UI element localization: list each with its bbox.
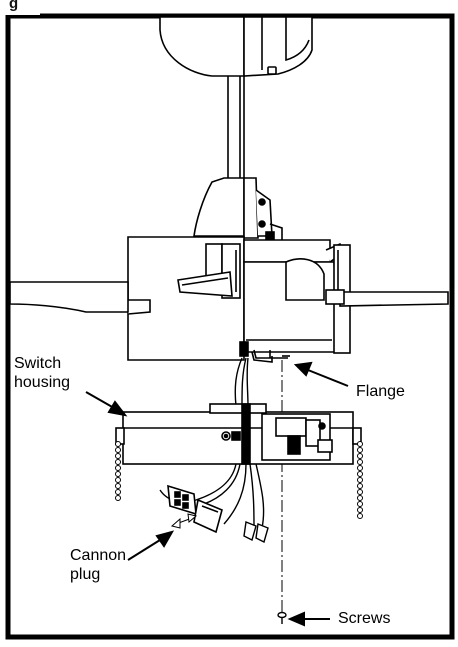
switch-housing-label: Switch housing: [14, 354, 70, 392]
canopy: [193, 177, 283, 243]
switch-housing-arrow: [85, 391, 128, 417]
cannon-plug-label: Cannon plug: [70, 546, 126, 584]
switch-housing-label-line-1: Switch: [14, 355, 62, 372]
cannon-plug-label-line-2: plug: [70, 566, 101, 583]
label-gap: [0, 0, 40, 15]
motor-body: [127, 236, 351, 363]
pull-chains: [115, 441, 363, 519]
flange-bracket: [253, 349, 290, 359]
screws-arrow: [287, 611, 330, 627]
screws-label: Screws: [338, 610, 391, 627]
switch-housing-label-line-2: housing: [14, 374, 71, 391]
downrod: [227, 76, 245, 180]
flange-label: Flange: [356, 383, 405, 400]
cannon-plug-arrow: [127, 530, 175, 561]
flange-arrow: [293, 361, 349, 387]
lead-wires: [234, 357, 249, 407]
cannon-plug-label-line-1: Cannon: [70, 547, 127, 564]
fan-blades: [9, 281, 449, 313]
figure-label: g: [9, 0, 19, 12]
connect-arrow: [170, 513, 198, 529]
callout-arrows: [85, 361, 349, 627]
pull-chain-left: [115, 441, 121, 501]
wire-nuts: [243, 521, 269, 544]
motor-housing: [159, 16, 313, 77]
screw: [277, 611, 287, 624]
pull-chain-right: [357, 441, 363, 519]
switch-housing: [115, 403, 362, 465]
cannon-plug: [167, 484, 223, 534]
